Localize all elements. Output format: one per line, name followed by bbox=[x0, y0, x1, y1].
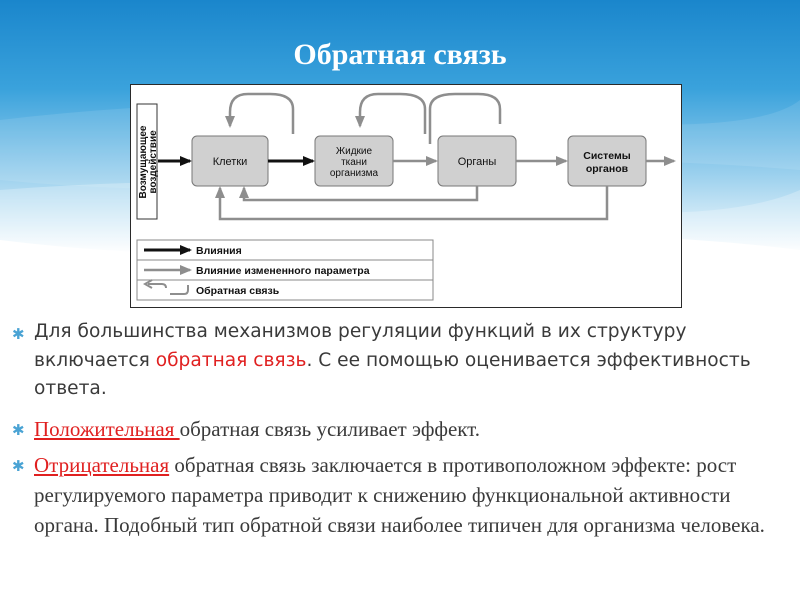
box-fluids-label-2: ткани bbox=[341, 157, 367, 168]
feedback-loop-organs bbox=[428, 92, 502, 144]
legend-feedback-label: Обратная связь bbox=[196, 285, 280, 297]
disturbance-label-box bbox=[136, 103, 158, 220]
bullet-3-highlight: Отрицательная bbox=[34, 452, 170, 477]
legend-changed-param-label: Влияние измененного параметра bbox=[196, 265, 370, 277]
bullet-1-text-end: . С ее помощью оценивается эффективность… bbox=[34, 349, 751, 400]
bullet-list: ✱ Для большинства механизмов регуляции ф… bbox=[12, 318, 792, 540]
feedback-loop-fluids bbox=[355, 92, 427, 134]
feedback-diagram: Возмущающее воздействие Клетки Жидкие тк… bbox=[130, 84, 682, 308]
box-cells-label: Клетки bbox=[213, 156, 248, 168]
box-organs-label: Органы bbox=[458, 156, 497, 168]
bullet-2-text: обратная связь усиливает эффект. bbox=[179, 416, 481, 441]
bullet-1-highlight: обратная связь bbox=[155, 349, 307, 371]
box-systems-label-2: органов bbox=[586, 163, 629, 175]
feedback-return-inner bbox=[239, 186, 479, 202]
box-fluids-label-1: Жидкие bbox=[336, 146, 373, 157]
bullet-2-highlight: Положительная bbox=[34, 416, 180, 441]
bullet-1-text-start: Для большинства механизмов регуляции фун… bbox=[34, 321, 687, 371]
box-systems-label-1: Системы bbox=[583, 150, 630, 162]
feedback-return-outer bbox=[215, 186, 609, 221]
legend-feedback-symbol bbox=[142, 279, 189, 295]
bullet-item-1: ✱ Для большинства механизмов регуляции ф… bbox=[12, 318, 792, 404]
bullet-star-icon: ✱ bbox=[12, 325, 25, 343]
disturbance-label-line-2: воздействие bbox=[148, 130, 159, 194]
slide-title: Обратная связь bbox=[293, 38, 507, 71]
disturbance-label-line-1: Возмущающее bbox=[138, 125, 149, 198]
bullet-star-icon: ✱ bbox=[12, 422, 25, 439]
legend-influence-label: Влияния bbox=[196, 245, 242, 257]
bullet-item-3: ✱ Отрицательная обратная связь заключает… bbox=[12, 450, 792, 540]
feedback-loop-cells bbox=[225, 92, 295, 134]
box-fluids-label-3: организма bbox=[330, 168, 379, 179]
bullet-star-icon: ✱ bbox=[12, 458, 25, 475]
bullet-3-text: обратная связь заключается в противополо… bbox=[34, 452, 765, 537]
bullet-item-2: ✱ Положительная обратная связь усиливает… bbox=[12, 414, 792, 444]
